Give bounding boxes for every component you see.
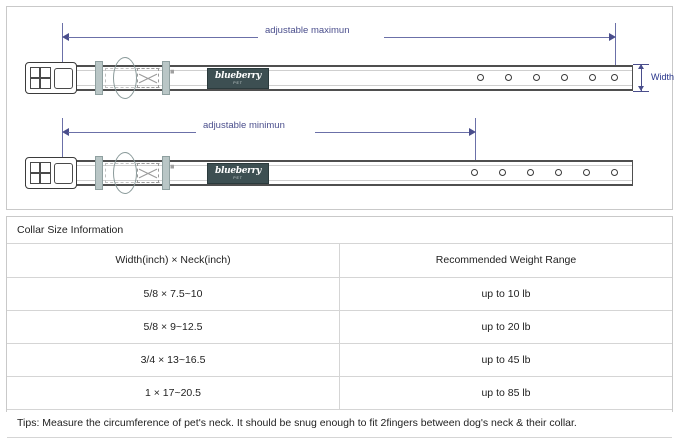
cell-weight: up to 10 lb: [339, 277, 672, 311]
arrow-right-icon: [469, 128, 476, 136]
buckle-max: [25, 62, 77, 94]
hole-3-max: [533, 74, 540, 81]
arrow-left-icon: [62, 128, 69, 136]
strap-stitch-top: [25, 70, 632, 71]
dimension-max-label: adjustable maximun: [265, 25, 350, 36]
cell-weight: up to 20 lb: [339, 310, 672, 344]
hole-3-min: [527, 169, 534, 176]
dimension-line-right: [315, 132, 470, 133]
keeper-loop-1-min: [95, 156, 103, 190]
collar-size-table: Collar Size Information Width(inch) × Ne…: [7, 217, 672, 438]
cell-size: 1 × 17~20.5: [7, 376, 340, 410]
hole-1-max: [477, 74, 484, 81]
dimension-line-left: [68, 37, 258, 38]
ext-line-min-right: [475, 118, 476, 181]
buckle-tongue: [54, 163, 73, 184]
keeper-loop-2-min: [162, 156, 170, 190]
column-header-weight: Recommended Weight Range: [339, 243, 672, 278]
brand-patch-min: blueberry PET: [207, 163, 269, 184]
collar-max-group: adjustable maximun: [7, 7, 675, 209]
table-row: 1 × 17~20.5 up to 85 lb: [7, 376, 672, 410]
hole-6-min: [611, 169, 618, 176]
ext-line-max-left: [62, 23, 63, 75]
brand-name: blueberry: [214, 70, 261, 81]
hole-2-min: [499, 169, 506, 176]
d-ring-min: [113, 152, 137, 194]
dimension-max: adjustable maximun: [62, 25, 616, 47]
table-row: 5/8 × 7.5~10 up to 10 lb: [7, 277, 672, 311]
table-tips-row: Tips: Measure the circumference of pet's…: [7, 409, 672, 438]
table-title-row: Collar Size Information: [7, 217, 672, 244]
collar-size-chart: adjustable maximun: [0, 0, 679, 418]
hole-5-min: [583, 169, 590, 176]
hole-5-max: [589, 74, 596, 81]
arrow-right-icon: [609, 33, 616, 41]
cell-size: 3/4 × 13~16.5: [7, 343, 340, 377]
buckle-prong: [39, 67, 41, 89]
hole-4-min: [555, 169, 562, 176]
width-tick-bottom: [633, 91, 649, 92]
brand-name: blueberry: [214, 165, 261, 176]
brand-subtitle: PET: [233, 80, 243, 85]
table-row: 3/4 × 13~16.5 up to 45 lb: [7, 343, 672, 377]
strap-stitch-top: [25, 165, 632, 166]
cell-size: 5/8 × 7.5~10: [7, 277, 340, 311]
width-arrow-down-icon: [638, 86, 644, 91]
tips-text: Tips: Measure the circumference of pet's…: [7, 409, 672, 438]
buckle-prong: [39, 162, 41, 184]
buckle-min: [25, 157, 77, 189]
hole-2-max: [505, 74, 512, 81]
table-row: 5/8 × 9~12.5 up to 20 lb: [7, 310, 672, 344]
collar-min-group: adjustable minimun |||||||: [7, 7, 672, 209]
cell-weight: up to 45 lb: [339, 343, 672, 377]
hole-1-min: [471, 169, 478, 176]
collar-diagram-panel: adjustable maximun: [6, 6, 675, 210]
width-arrow-up-icon: [638, 64, 644, 69]
column-header-size: Width(inch) × Neck(inch): [7, 243, 340, 278]
hole-6-max: [611, 74, 618, 81]
dimension-min: adjustable minimun: [62, 120, 476, 142]
brand-subtitle: PET: [233, 175, 243, 180]
care-tag-min: |||||||: [170, 164, 176, 169]
strap-stitch-bottom: [25, 85, 632, 86]
table-header-row: Width(inch) × Neck(inch) Recommended Wei…: [7, 243, 672, 278]
buckle-tongue: [54, 68, 73, 89]
cell-size: 5/8 × 9~12.5: [7, 310, 340, 344]
strap-stitch-bottom: [25, 180, 632, 181]
hole-4-max: [561, 74, 568, 81]
x-box-stitch-min: [137, 163, 159, 183]
cell-weight: up to 85 lb: [339, 376, 672, 410]
dimension-line-left: [68, 132, 196, 133]
width-label: Width: [651, 72, 675, 82]
keeper-loop-1-max: [95, 61, 103, 95]
dimension-min-label: adjustable minimun: [203, 120, 285, 131]
table-title: Collar Size Information: [7, 217, 672, 244]
collar-size-table-wrap: Collar Size Information Width(inch) × Ne…: [6, 216, 673, 438]
keeper-loop-2-max: [162, 61, 170, 95]
brand-patch-max: blueberry PET: [207, 68, 269, 89]
dimension-line-right: [384, 37, 610, 38]
ext-line-max-right: [615, 23, 616, 75]
arrow-left-icon: [62, 33, 69, 41]
ext-line-min-left: [62, 118, 63, 170]
width-dimension-line: [641, 65, 642, 91]
x-box-stitch-max: [137, 68, 159, 88]
